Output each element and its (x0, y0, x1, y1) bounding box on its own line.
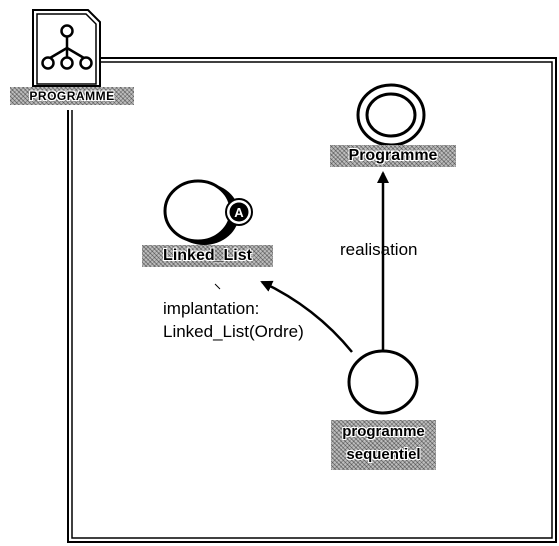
abstract-badge: A (225, 198, 253, 226)
linked-list-label: Linked_List (142, 245, 273, 267)
package-frame (67, 57, 557, 543)
programme-node[interactable] (356, 83, 426, 147)
implantation-label-line2: Linked_List(Ordre) (163, 322, 304, 341)
programme-label: Programme (330, 145, 456, 167)
decoration-tick (214, 283, 221, 290)
sequentiel-node[interactable] (347, 349, 419, 415)
realisation-label: realisation (340, 240, 418, 259)
badge-letter: A (234, 205, 244, 220)
implantation-label: implantation: Linked_List(Ordre) (163, 297, 304, 343)
implantation-arrow[interactable] (260, 280, 353, 353)
sequentiel-label-line2: sequentiel (346, 446, 421, 463)
sequentiel-label-line1: programme (342, 423, 425, 440)
folder-title: PROGRAMME (10, 87, 134, 105)
sequentiel-label: programme sequentiel (331, 420, 436, 470)
implantation-label-line1: implantation: (163, 299, 260, 318)
hierarchy-icon (41, 24, 93, 70)
